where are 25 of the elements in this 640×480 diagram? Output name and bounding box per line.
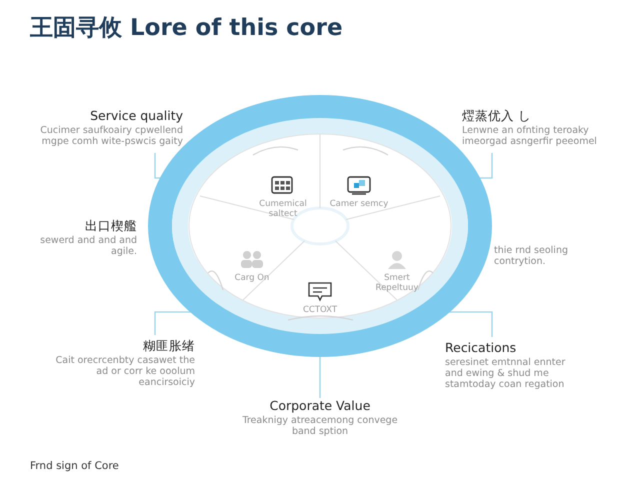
segment-label: CCTOXT: [302, 305, 338, 315]
segment-label: Smert Repeltuuy: [374, 273, 420, 293]
segment-label: Carg On: [234, 273, 270, 283]
leader-line: [154, 153, 162, 179]
callout-text: thie rnd seoling contrytion.: [494, 245, 569, 267]
leader-line: [319, 357, 321, 398]
callout-heading: Corporate Value: [268, 398, 372, 413]
callout-text: Treaknigy atreacemong convege band sption: [241, 415, 399, 437]
callout-text: sewerd and and and agile.: [39, 235, 137, 257]
leader-line: [154, 311, 192, 335]
callout-heading: 出口楔艦: [84, 218, 137, 233]
leader-line: [448, 311, 493, 337]
segment-label: Cumemical saltect: [258, 199, 308, 219]
title: 王固寻攸 Lore of this core: [30, 14, 343, 43]
callout-heading: Recications: [445, 340, 518, 355]
segment-label: Camer semcy: [328, 199, 390, 209]
callout-heading: Service quality: [89, 108, 183, 123]
footer-text: Frnd sign of Core: [30, 460, 119, 472]
callout-text: Cucimer saufkoairy cpwellend mgpe comh wite-pswcis gaity: [39, 125, 183, 147]
callout-text: Cait orecrcenbty casawet the ad or corr ke ooolum eancirsoiciy: [55, 355, 195, 388]
callout-heading: 熤蒸优入 し: [462, 108, 532, 123]
leader-line: [478, 153, 493, 179]
callout-text: seresinet emtnnal ennter and ewing & shud me stamtoday coan regation: [445, 357, 566, 390]
callout-heading: 糊匪胀绪: [142, 338, 195, 353]
callout-text: Lenwne an ofnting teroaky imeorgad asngerfir peeomel: [462, 125, 598, 147]
